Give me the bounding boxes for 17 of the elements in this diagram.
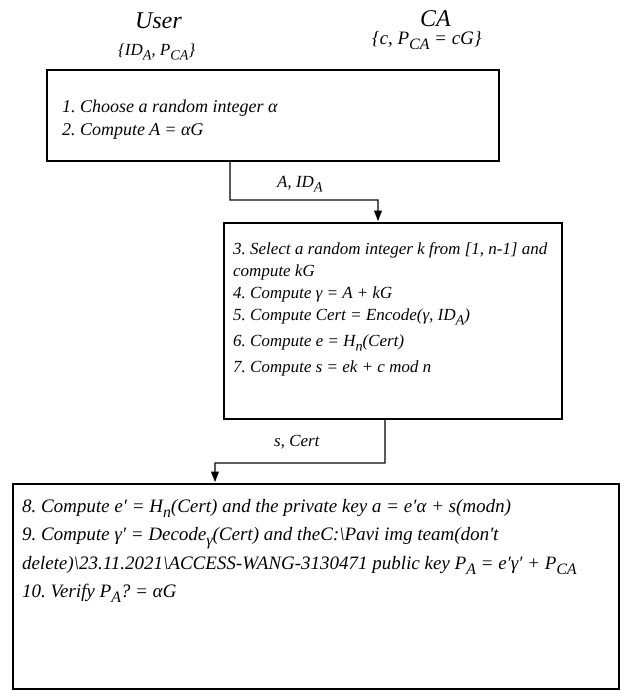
- step-text: 3. Select a random integer k from [1, n-1] and compute kG: [233, 238, 548, 282]
- step-text: 5. Compute Cert = Encode(γ, ID$_{A}$): [233, 304, 471, 330]
- step-text: 7. Compute s = ek + c mod n: [233, 356, 432, 378]
- process-box: [223, 222, 563, 420]
- arrow: [229, 162, 382, 222]
- participant-keys: {ID$_{A}$, P$_{CA}$}: [118, 40, 196, 64]
- step-text: 8. Compute e′ = H$_{n}$(Cert) and the private key a = e′α + s(modn): [22, 495, 512, 523]
- step-text: 10. Verify P$_{A}$? = αG: [22, 580, 178, 608]
- participant-name: User: [135, 8, 182, 35]
- arrow: [210, 420, 386, 482]
- process-box: [12, 483, 620, 690]
- step-text: 4. Compute γ = A + kG: [233, 282, 394, 304]
- step-text: 6. Compute e = H$_{n}$(Cert): [233, 330, 406, 356]
- step-text: 2. Compute A = αG: [62, 118, 204, 142]
- step-text: 9. Compute γ′ = Decode$_{γ}$(Cert) and theC:\Pavi img team(don't delete)\23.11.2021\ACCESS-WANG-3130471 public key P$_{A}$ = e′γ′ + P$_{CA}$: [22, 523, 578, 580]
- process-box: [46, 69, 500, 162]
- step-text: 1. Choose a random integer α: [62, 95, 279, 118]
